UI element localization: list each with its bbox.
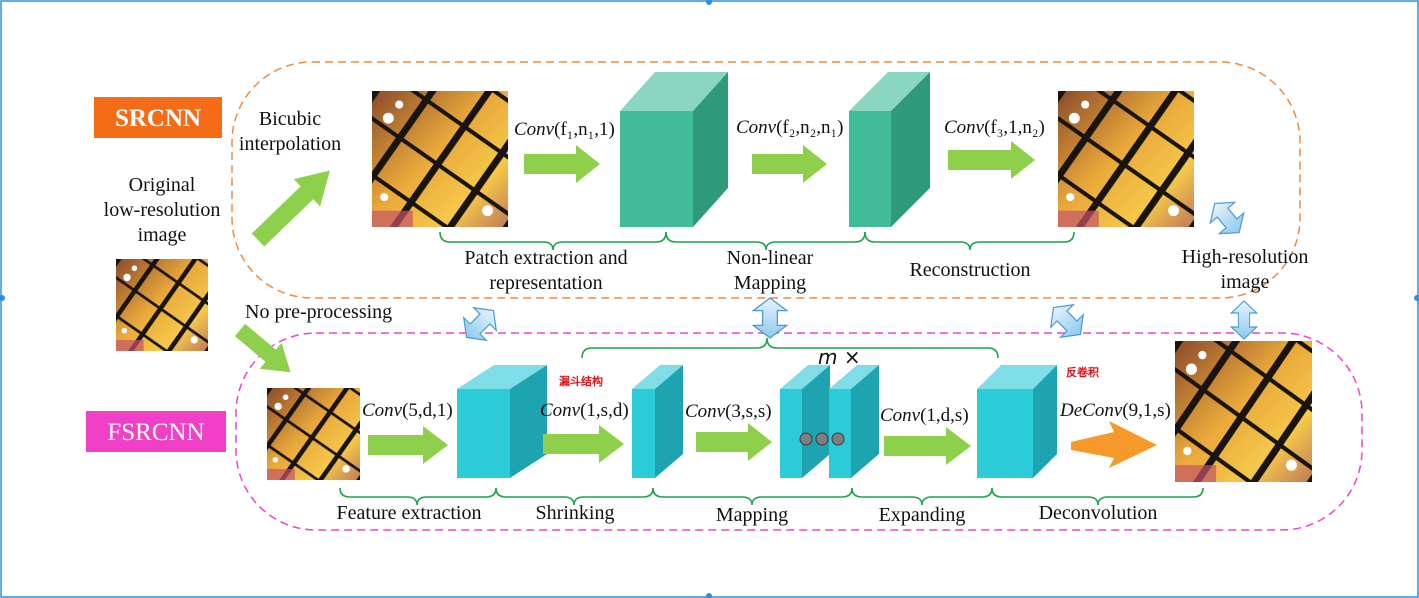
- repeat-brace: [581, 337, 999, 359]
- stage-expanding: Expanding: [879, 504, 966, 526]
- input-label-line3: image: [138, 224, 187, 246]
- srcnn-conv1-label: Conv(f₁,n₁,1): [514, 119, 615, 140]
- fsrcnn-block-map-2: [829, 365, 879, 478]
- butterfly-wing-image-fsrcnn-output: [1175, 341, 1312, 482]
- fsrcnn-block-feature: [457, 365, 547, 478]
- stage-nonlinear-line1: Non-linear: [727, 247, 814, 269]
- repeat-label: m ×: [818, 345, 861, 369]
- fsrcnn-arrow-1: [368, 426, 448, 464]
- stage-deconvolution: Deconvolution: [1039, 502, 1158, 524]
- stage-feature-extraction: Feature extraction: [337, 502, 482, 524]
- fsrcnn-block-expand: [977, 365, 1057, 478]
- fsrcnn-conv2-label: Conv(1,s,d): [540, 400, 629, 421]
- srcnn-block-1: [620, 72, 728, 227]
- fsrcnn-arrow-4: [884, 427, 971, 465]
- bicubic-arrow: [251, 170, 330, 247]
- srcnn-conv2-label: Conv(f₂,n₂,n₁): [736, 117, 843, 138]
- fsrcnn-badge: FSRCNN: [86, 411, 226, 452]
- input-label-line1: Original: [129, 174, 196, 196]
- no-preprocessing-arrow: [234, 323, 291, 373]
- srcnn-block-2: [849, 72, 930, 227]
- fsrcnn-conv3-label: Conv(3,s,s): [685, 401, 772, 422]
- srcnn-braces: [439, 231, 1075, 251]
- frame-handle-bottom: [706, 593, 712, 598]
- srcnn-conv3-label: Conv(f₃,1,n₂): [944, 117, 1045, 138]
- srcnn-arrow-2: [752, 145, 827, 183]
- no-preprocessing-label: No pre-processing: [245, 301, 392, 323]
- frame-handle-right: [1414, 295, 1419, 301]
- svg-text:SRCNN: SRCNN: [115, 105, 201, 132]
- fsrcnn-arrow-2: [543, 425, 624, 463]
- butterfly-wing-image-bicubic: [372, 91, 508, 227]
- fsrcnn-block-shrink: [632, 365, 683, 478]
- note-deconvolution: 反卷积: [1066, 365, 1099, 379]
- fsrcnn-arrow-3: [696, 423, 772, 461]
- fsrcnn-conv4-label: Conv(1,d,s): [880, 405, 969, 426]
- output-label-line1: High-resolution: [1182, 246, 1309, 268]
- note-funnel-structure: 漏斗结构: [559, 374, 603, 388]
- stage-mapping: Mapping: [716, 504, 788, 526]
- double-arrow-mapping-icon: [752, 297, 788, 339]
- deconv-arrow: [1071, 421, 1157, 468]
- srcnn-arrow-1: [524, 145, 600, 183]
- frame-handle-top: [706, 0, 712, 5]
- stage-shrinking: Shrinking: [536, 502, 615, 524]
- fsrcnn-conv1-label: Conv(5,d,1): [362, 400, 453, 421]
- input-label-line2: low-resolution: [104, 199, 221, 221]
- fsrcnn-block-map-1: [780, 365, 830, 478]
- srcnn-badge: SRCNN: [94, 97, 222, 138]
- fsrcnn-braces: [339, 487, 1204, 506]
- double-arrow-feature-icon: [454, 298, 506, 350]
- butterfly-wing-image-fsrcnn-input: [267, 388, 360, 480]
- stage-patch-extraction-line1: Patch extraction and: [464, 247, 627, 269]
- bicubic-label-line2: interpolation: [239, 133, 341, 155]
- bicubic-label-line1: Bicubic: [259, 108, 321, 130]
- srcnn-arrow-3: [948, 141, 1035, 179]
- frame-handle-left: [0, 295, 5, 301]
- stage-patch-extraction-line2: representation: [489, 272, 602, 294]
- srcnn-region: [231, 61, 1301, 299]
- stage-nonlinear-line2: Mapping: [734, 272, 806, 294]
- ellipsis-dots: [799, 432, 845, 446]
- svg-text:FSRCNN: FSRCNN: [107, 419, 204, 446]
- output-label-line2: image: [1221, 271, 1270, 293]
- butterfly-wing-image-srcnn-output: [1058, 91, 1194, 227]
- stage-reconstruction: Reconstruction: [909, 259, 1030, 281]
- fsrcnn-deconv-label: DeConv(9,1,s): [1059, 400, 1171, 421]
- butterfly-wing-image-input: [116, 259, 208, 351]
- double-arrow-deconv-icon: [1041, 295, 1093, 347]
- fsrcnn-region: [235, 332, 1363, 531]
- double-arrow-srcnn-output-icon: [1201, 192, 1253, 244]
